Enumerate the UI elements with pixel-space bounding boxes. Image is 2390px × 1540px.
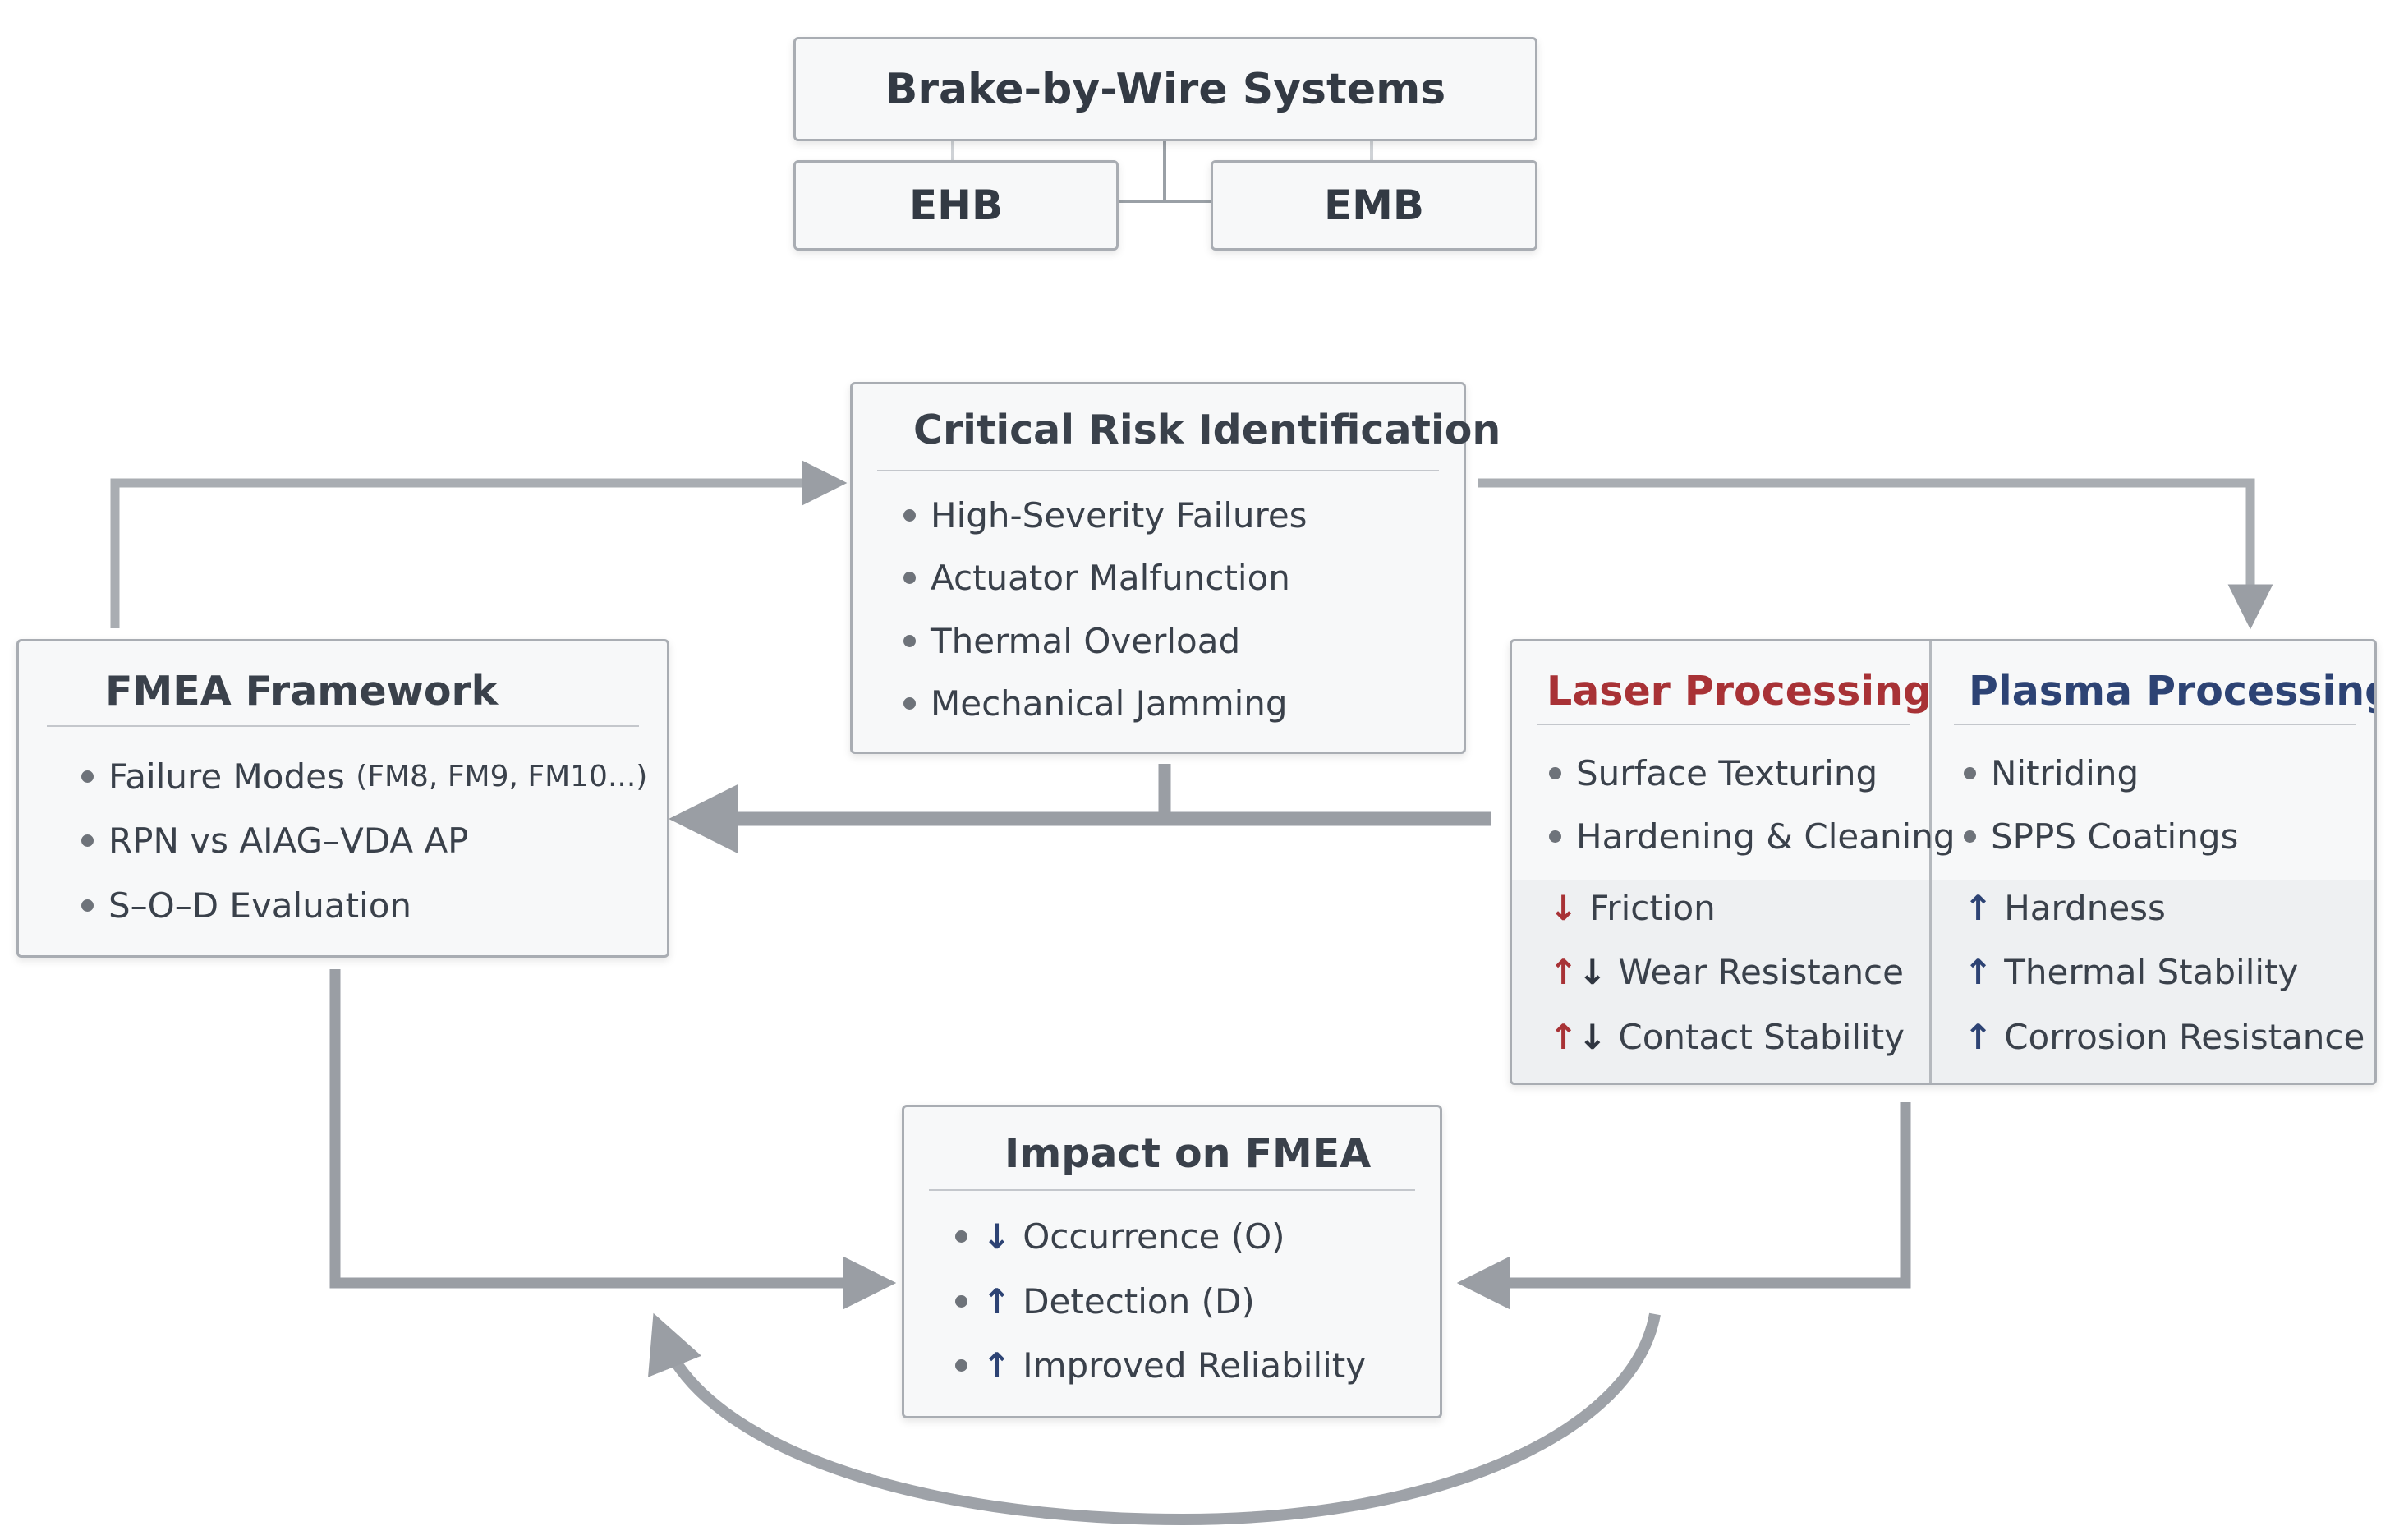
plasma-item: Nitriding — [1964, 753, 2139, 793]
bullet-icon — [903, 697, 916, 710]
plasma-effect-thermal: ↑Thermal Stability — [1964, 952, 2299, 992]
plasma-divider — [1954, 724, 2356, 725]
critical-risk-item: Actuator Malfunction — [903, 558, 1290, 598]
brake-by-wire-title: Brake-by-Wire Systems — [885, 64, 1446, 114]
fmea-item-failure-modes: Failure Modes (FM8, FM9, FM10...) — [81, 756, 647, 797]
down-arrow-icon: ↓ — [982, 1216, 1012, 1257]
critical-risk-title: Critical Risk Identification — [913, 407, 1501, 453]
critical-risk-item: High-Severity Failures — [903, 495, 1308, 536]
bullet-icon — [955, 1230, 967, 1243]
arrow-bottom-loop — [648, 1312, 1661, 1526]
processing-box: Laser Processing Surface Texturing Harde… — [1510, 639, 2377, 1085]
impact-box: Impact on FMEA ↓Occurrence (O) ↑Detectio… — [902, 1105, 1442, 1418]
critical-risk-item: Mechanical Jamming — [903, 683, 1288, 724]
up-arrow-icon: ↑ — [982, 1345, 1012, 1386]
plasma-effect-corrosion: ↑Corrosion Resistance — [1964, 1017, 2365, 1057]
fmea-framework-divider — [47, 725, 639, 727]
plasma-effect-hardness: ↑Hardness — [1964, 888, 2166, 928]
bullet-icon — [955, 1295, 967, 1308]
impact-item-occurrence: ↓Occurrence (O) — [955, 1216, 1285, 1257]
impact-title: Impact on FMEA — [1004, 1130, 1372, 1177]
emb-box: EMB — [1211, 160, 1537, 251]
bullet-icon — [955, 1359, 967, 1372]
fmea-framework-box: FMEA Framework Failure Modes (FM8, FM9, … — [16, 639, 669, 958]
critical-risk-item: Thermal Overload — [903, 621, 1240, 661]
laser-item: Surface Texturing — [1549, 753, 1878, 793]
bullet-icon — [903, 509, 916, 522]
plasma-item: SPPS Coatings — [1964, 816, 2238, 857]
ehb-label: EHB — [908, 182, 1004, 229]
bullet-icon — [1549, 767, 1561, 779]
up-arrow-icon: ↑ — [1964, 952, 1993, 992]
emb-label: EMB — [1323, 182, 1425, 229]
fmea-item-sod: S–O–D Evaluation — [81, 885, 411, 926]
up-arrow-icon: ↑ — [982, 1281, 1012, 1322]
bullet-icon — [1964, 830, 1976, 843]
laser-item: Hardening & Cleaning — [1549, 816, 1956, 857]
up-down-arrow-icon: ↑↓ — [1549, 1017, 1607, 1057]
laser-title: Laser Processing — [1547, 668, 1933, 715]
laser-effect-wear: ↑↓Wear Resistance — [1549, 952, 1904, 992]
arrow-critical-to-processing — [1478, 478, 2273, 630]
up-arrow-icon: ↑ — [1964, 1017, 1993, 1057]
laser-effect-contact: ↑↓Contact Stability — [1549, 1017, 1905, 1057]
bullet-icon — [903, 572, 916, 584]
processing-divider — [1929, 641, 1932, 1083]
arrow-fmea-to-critical — [110, 460, 848, 628]
arrow-fmea-to-impact — [329, 969, 897, 1310]
critical-risk-box: Critical Risk Identification High-Severi… — [850, 382, 1501, 754]
impact-divider — [929, 1189, 1415, 1191]
down-arrow-icon: ↓ — [1549, 888, 1579, 928]
critical-risk-divider — [877, 470, 1439, 471]
arrow-processing-to-impact — [1456, 1102, 1911, 1310]
bullet-icon — [903, 635, 916, 647]
up-arrow-icon: ↑ — [1964, 888, 1993, 928]
laser-divider — [1537, 724, 1910, 725]
laser-effect-friction: ↓Friction — [1549, 888, 1716, 928]
bullet-icon — [1549, 830, 1561, 843]
up-down-arrow-icon: ↑↓ — [1549, 952, 1607, 992]
bullet-icon — [81, 834, 94, 847]
impact-item-detection: ↑Detection (D) — [955, 1281, 1255, 1322]
fmea-item-rpn: RPN vs AIAG–VDA AP — [81, 821, 469, 861]
plasma-title: Plasma Processing — [1969, 668, 2377, 715]
bullet-icon — [1964, 767, 1976, 779]
effects-band — [1512, 880, 2374, 1083]
bullet-icon — [81, 770, 94, 783]
fmea-framework-title: FMEA Framework — [105, 668, 499, 715]
impact-item-reliability: ↑Improved Reliability — [955, 1345, 1366, 1386]
ehb-box: EHB — [793, 160, 1119, 251]
top-tree-connector — [951, 141, 1373, 203]
bullet-icon — [81, 899, 94, 912]
brake-by-wire-box: Brake-by-Wire Systems — [793, 37, 1537, 141]
